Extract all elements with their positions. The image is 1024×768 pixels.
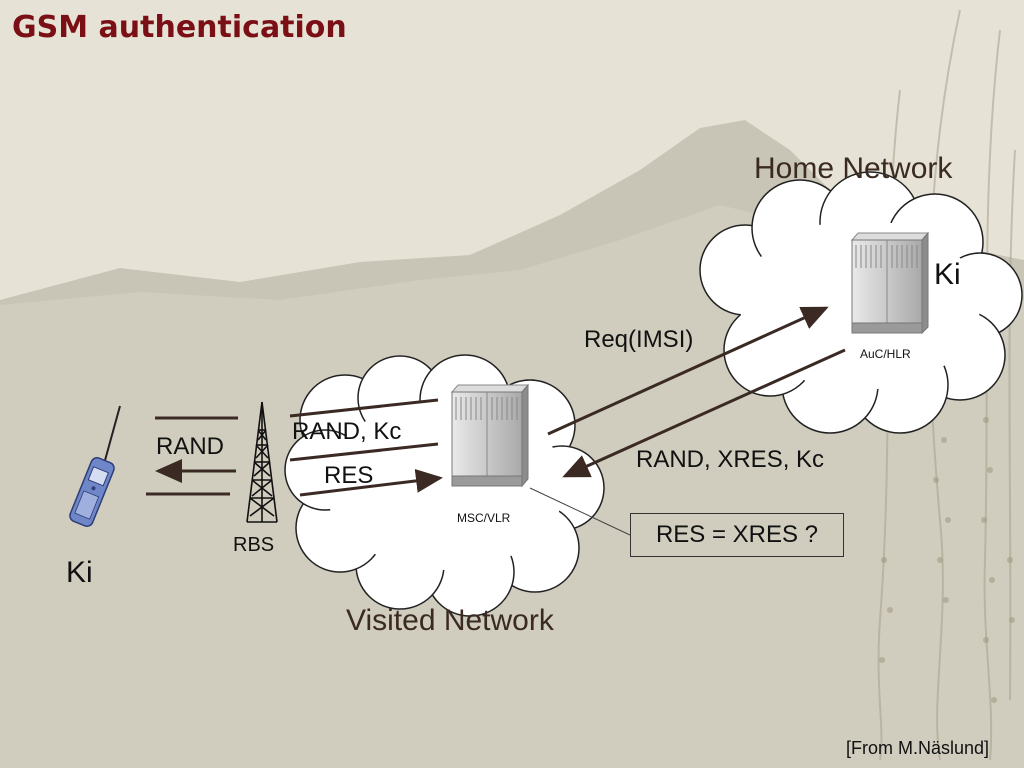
msc-vlr-server: [450, 383, 530, 488]
auc-hlr-caption: AuC/HLR: [860, 347, 911, 361]
home-network-label: Home Network: [754, 152, 953, 185]
hlr-ki-label: Ki: [934, 258, 961, 291]
comparison-connector: [529, 487, 631, 536]
msc-vlr-caption: MSC/VLR: [457, 511, 511, 525]
rand-kc-line-1: [289, 398, 439, 418]
page-title: GSM authentication: [12, 10, 347, 45]
auc-hlr-server: [850, 231, 930, 335]
res-xres-comparison-box: RES = XRES ?: [630, 513, 844, 557]
visited-network-label: Visited Network: [346, 604, 554, 637]
comparison-text: RES = XRES ?: [655, 521, 819, 548]
msc-hlr-arrows: [547, 306, 846, 478]
phone-ki-label: Ki: [66, 556, 93, 589]
req-imsi-label: Req(IMSI): [584, 326, 694, 353]
rbs-tower-icon: [246, 401, 278, 523]
rand-kc-line-2: [289, 442, 439, 462]
res-arrow: [299, 468, 443, 497]
rand-kc-label: RAND, Kc: [292, 418, 402, 445]
rand-label: RAND: [156, 433, 225, 460]
rand-xres-kc-arrow: [562, 348, 846, 478]
rand-xres-kc-label: RAND, XRES, Kc: [636, 446, 825, 473]
source-credit: [From M.Näslund]: [846, 738, 990, 758]
res-label: RES: [324, 462, 374, 489]
phone-rbs-links: [146, 416, 238, 496]
mobile-phone-icon: [69, 405, 121, 527]
rbs-msc-arrows: [289, 398, 443, 497]
rbs-label: RBS: [233, 534, 275, 556]
req-imsi-arrow: [547, 306, 829, 436]
